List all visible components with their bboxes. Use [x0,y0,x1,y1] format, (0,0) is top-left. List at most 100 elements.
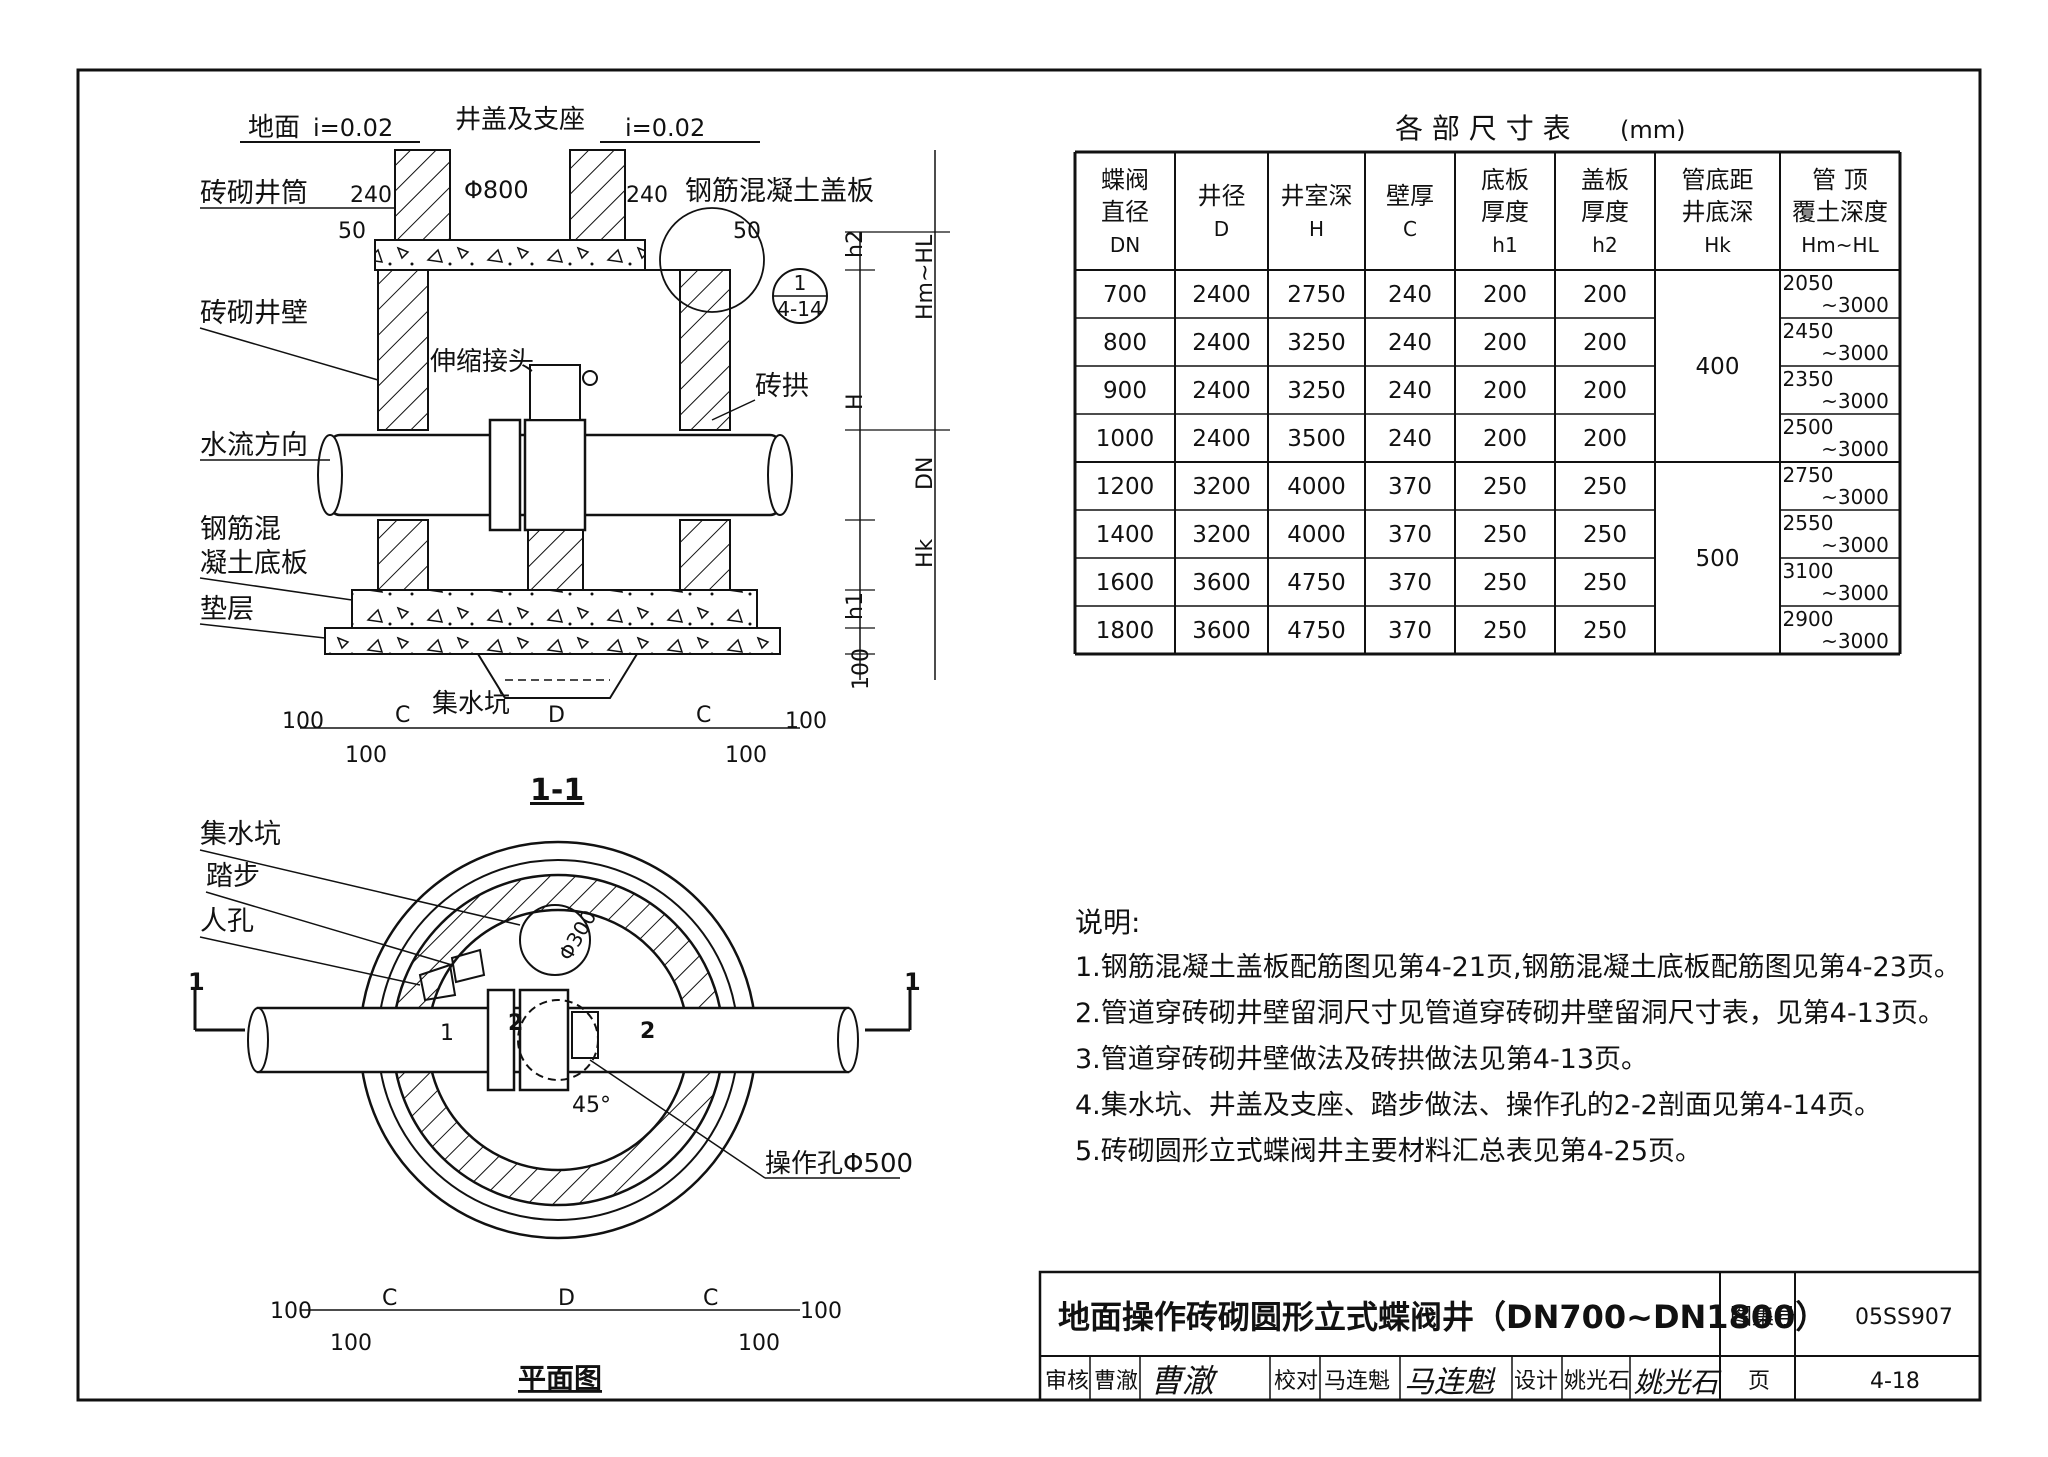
drawing-frame [76,68,1982,1402]
plan-dim-100-a: 100 [270,1299,312,1324]
plan-label-op-hole: 操作孔Φ500 [765,1149,913,1179]
label-slope-left: i=0.02 [313,114,393,142]
table-cell-cover-from: 2900 [1783,607,1834,631]
wall-right-lower [679,519,731,591]
checker-name: 马连魁 [1324,1369,1390,1394]
table-cell: 240 [1388,330,1432,356]
dim-Hk: Hk [913,538,938,568]
label-rc-base-1: 钢筋混 [200,514,281,545]
table-cell: 2400 [1192,282,1251,308]
table-cell: 4000 [1287,474,1346,500]
table-cell: 240 [1388,378,1432,404]
table-header-cell: C [1403,217,1417,241]
table-cell: 1000 [1096,426,1155,452]
detail-circle [659,207,765,313]
mark-1: 1 [440,1021,454,1046]
plan-joint [486,988,516,1092]
cut-label-left: 1 [188,968,205,996]
table-cell-cover-to: ~3000 [1821,533,1889,557]
wall-left-lower [377,519,429,591]
table-header-cell: 管 顶 [1812,166,1868,194]
table-cell-cover-from: 2550 [1783,511,1834,535]
plan-dim-D: D [558,1286,575,1311]
dimension-table: 各 部 尺 寸 表 (mm) 蝶阀直径DN井径D井室深H壁厚C底板厚度h1盖板厚… [1073,112,1902,656]
sump-outline [477,653,638,699]
table-header-cell: D [1214,217,1229,241]
table-header-cell: h2 [1592,233,1617,257]
table-cell-cover-from: 2350 [1783,367,1834,391]
table-cell: 250 [1483,618,1527,644]
sec-dim-C-right: C [696,703,711,728]
sec-dim-100-b: 100 [785,709,827,734]
table-header-cell: 覆土深度 [1792,198,1888,226]
dim-h2: h2 [843,230,868,258]
table-hk-group: 500 [1696,546,1740,572]
label-cushion: 垫层 [200,594,254,625]
wall-left-upper [377,269,429,431]
table-cell: 1800 [1096,618,1155,644]
table-header-cell: Hk [1704,233,1731,257]
checker-signature: 马连魁 [1404,1365,1496,1400]
label-brick-shaft: 砖砌井筒 [200,178,308,209]
wall-right-upper [679,269,731,431]
sec-dim-100-c: 100 [345,743,387,768]
plan-dim-100-b: 100 [800,1299,842,1324]
table-cell-cover-from: 2450 [1783,319,1834,343]
sec-dim-D: D [548,703,565,728]
table-cell: 2750 [1287,282,1346,308]
table-header-cell: 井底深 [1682,198,1754,226]
table-cell: 4750 [1287,618,1346,644]
plan-sump-circle [519,904,591,976]
table-cell: 370 [1388,474,1432,500]
table-header-cell: 直径 [1101,198,1149,226]
label-brick-wall: 砖砌井壁 [200,298,308,329]
table-cell: 1200 [1096,474,1155,500]
table-header-cell: h1 [1492,233,1517,257]
plan-step [450,948,486,984]
notes-block: 说明: 1.钢筋混凝土盖板配筋图见第4-21页,钢筋混凝土底板配筋图见第4-23… [1075,906,1961,1167]
table-cell: 1400 [1096,522,1155,548]
table-cell: 250 [1583,618,1627,644]
dim-240-right: 240 [626,183,668,208]
table-header-cell: 厚度 [1481,198,1529,226]
label-angle: 45° [572,1093,611,1118]
table-cell: 250 [1583,570,1627,596]
dim-50-left: 50 [338,219,366,244]
table-cell: 370 [1388,570,1432,596]
plan-label-manhole: 人孔 [200,906,254,937]
designer-signature: 姚光石 [1634,1366,1722,1399]
dim-H: H [843,393,868,410]
dim-phi800: Φ800 [464,176,529,204]
table-cell: 370 [1388,618,1432,644]
table-cell: 240 [1388,426,1432,452]
table-cell: 3250 [1287,330,1346,356]
table-cell: 2400 [1192,330,1251,356]
cut-label-right: 1 [904,968,921,996]
table-header-cell: 管底距 [1682,166,1754,194]
table-cell: 200 [1483,378,1527,404]
section-view: 地面 i=0.02 i=0.02 井盖及支座 砖砌井筒 [199,105,950,808]
table-header-cell: 井室深 [1281,182,1353,210]
table-cell: 3600 [1192,618,1251,644]
plan-op-hole [517,999,599,1081]
table-cell: 250 [1483,570,1527,596]
table-cell-cover-to: ~3000 [1821,437,1889,461]
page-label: 页 [1748,1369,1770,1394]
detail-ref-top: 1 [794,271,807,295]
table-cell-cover-to: ~3000 [1821,485,1889,509]
table-cell: 3200 [1192,522,1251,548]
table-cell: 200 [1483,282,1527,308]
sec-dim-100-a: 100 [282,709,324,734]
plan-dim-C-left: C [382,1286,397,1311]
plan-title: 平面图 [518,1362,602,1395]
table-cell: 2400 [1192,378,1251,404]
detail-ref-bottom: 4-14 [777,297,822,321]
table-cell: 200 [1483,426,1527,452]
table-cell-cover-from: 2050 [1783,271,1834,295]
table-cell-cover-to: ~3000 [1821,389,1889,413]
table-cell: 1600 [1096,570,1155,596]
reviewer-name: 曹澈 [1094,1369,1138,1394]
design-label: 设计 [1514,1369,1558,1394]
table-cell: 250 [1483,522,1527,548]
table-cell: 370 [1388,522,1432,548]
